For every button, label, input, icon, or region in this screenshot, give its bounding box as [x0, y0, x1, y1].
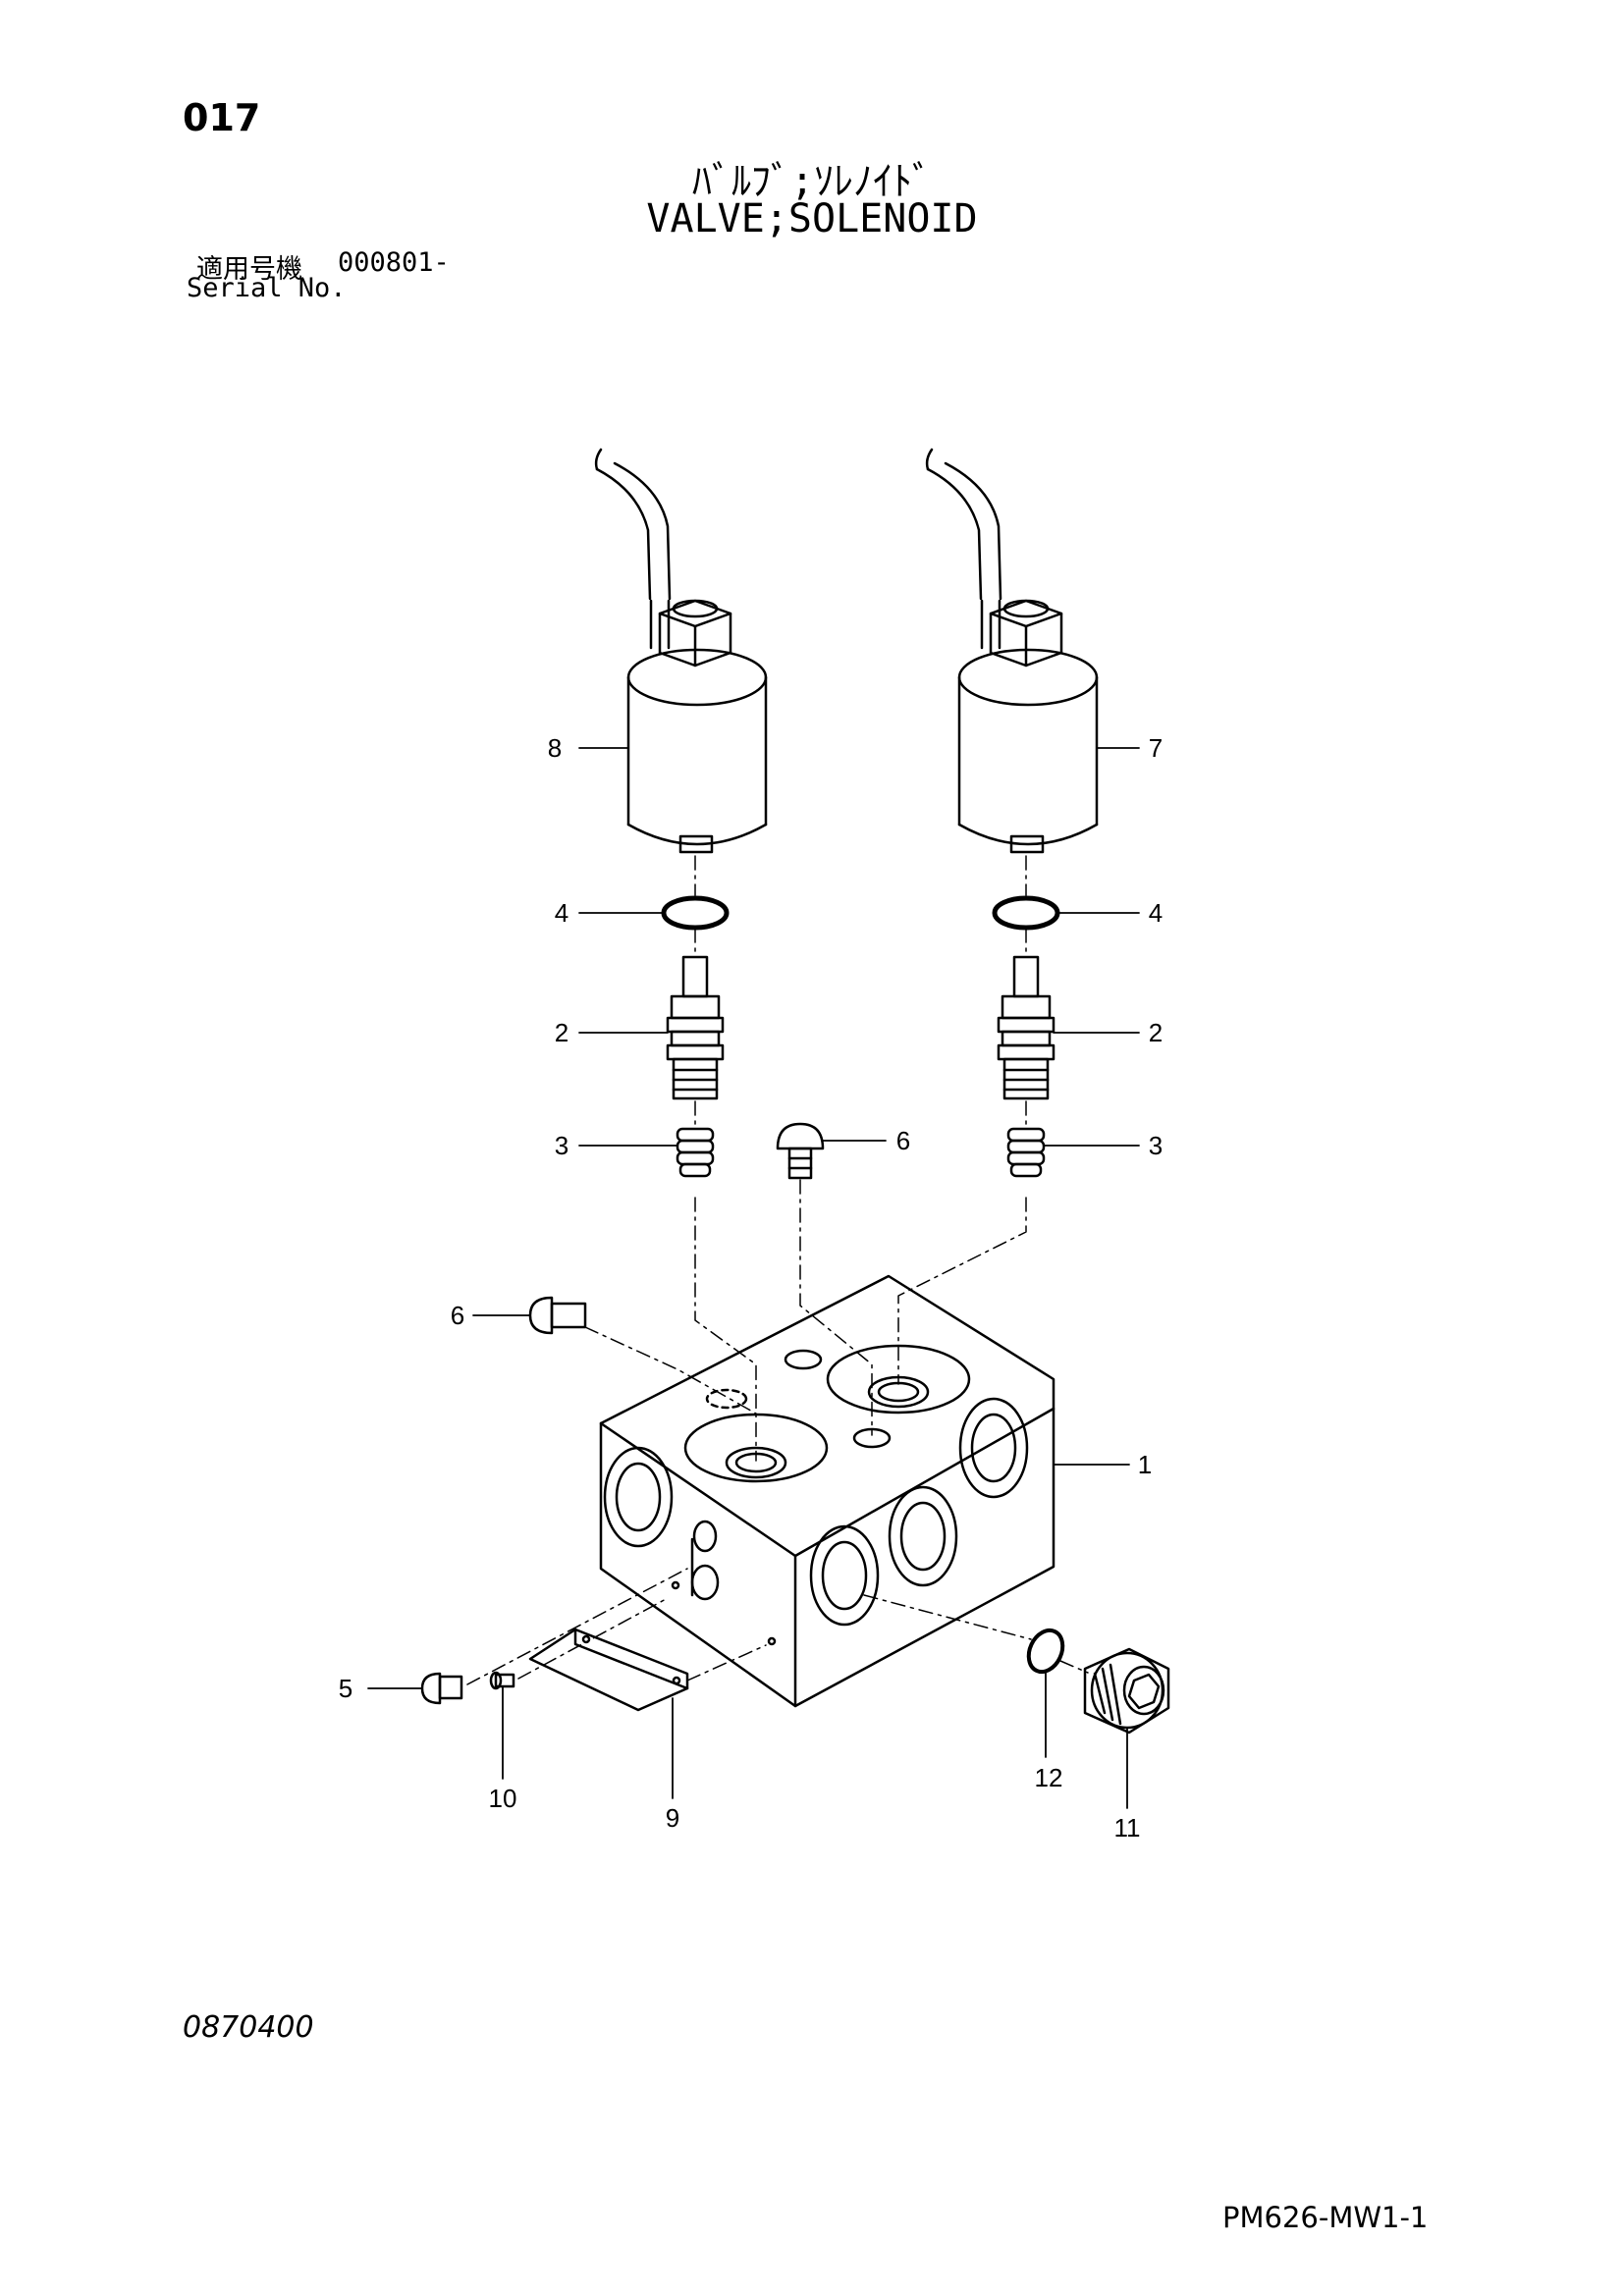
- serial-label-japanese: 適用号機: [196, 254, 302, 285]
- o-ring-small: [1026, 1628, 1065, 1675]
- leader-lines: [367, 747, 1140, 1809]
- callout-9: 9: [666, 1803, 679, 1833]
- callout-3-left: 3: [555, 1131, 568, 1160]
- callout-12: 12: [1035, 1763, 1063, 1792]
- cartridge-right: [997, 955, 1056, 1100]
- hex-plug: [1083, 1647, 1170, 1735]
- callout-4-left: 4: [555, 898, 568, 928]
- callout-2-left: 2: [555, 1018, 568, 1047]
- callout-6-left: 6: [451, 1301, 464, 1330]
- nameplate: [528, 1628, 689, 1712]
- callout-1: 1: [1138, 1450, 1152, 1479]
- rivet: [489, 1671, 515, 1690]
- callout-8: 8: [548, 733, 562, 763]
- o-ring-right: [992, 895, 1060, 931]
- serial-label-english: Serial No.: [187, 273, 347, 303]
- spring-right: [1006, 1127, 1046, 1178]
- spring-left: [676, 1127, 715, 1178]
- drawing-number: 0870400: [183, 2010, 314, 2045]
- plug-bottom: [420, 1672, 463, 1705]
- plug-top: [776, 1122, 825, 1180]
- plug-side: [528, 1296, 587, 1335]
- callout-7: 7: [1149, 733, 1163, 763]
- callout-11: 11: [1114, 1813, 1141, 1842]
- callout-5: 5: [339, 1674, 352, 1703]
- page-number: 017: [183, 96, 261, 139]
- callout-10: 10: [489, 1784, 517, 1813]
- callout-6-top: 6: [896, 1126, 910, 1155]
- valve-block: [599, 1274, 1056, 1708]
- callout-4-right: 4: [1149, 898, 1163, 928]
- o-ring-left: [661, 895, 730, 931]
- title-english: VALVE;SOLENOID: [646, 196, 978, 241]
- solenoid-coil-left: [594, 448, 768, 854]
- callout-2-right: 2: [1149, 1018, 1163, 1047]
- callout-3-right: 3: [1149, 1131, 1163, 1160]
- assembly-lines: [466, 855, 1089, 1685]
- cartridge-left: [666, 955, 725, 1100]
- page-code: PM626-MW1-1: [1222, 2201, 1429, 2234]
- solenoid-coil-right: [925, 448, 1099, 854]
- title-japanese: ﾊﾞﾙﾌﾞ;ｿﾚﾉｲﾄﾞ: [691, 159, 933, 204]
- serial-value: 000801-: [338, 247, 450, 278]
